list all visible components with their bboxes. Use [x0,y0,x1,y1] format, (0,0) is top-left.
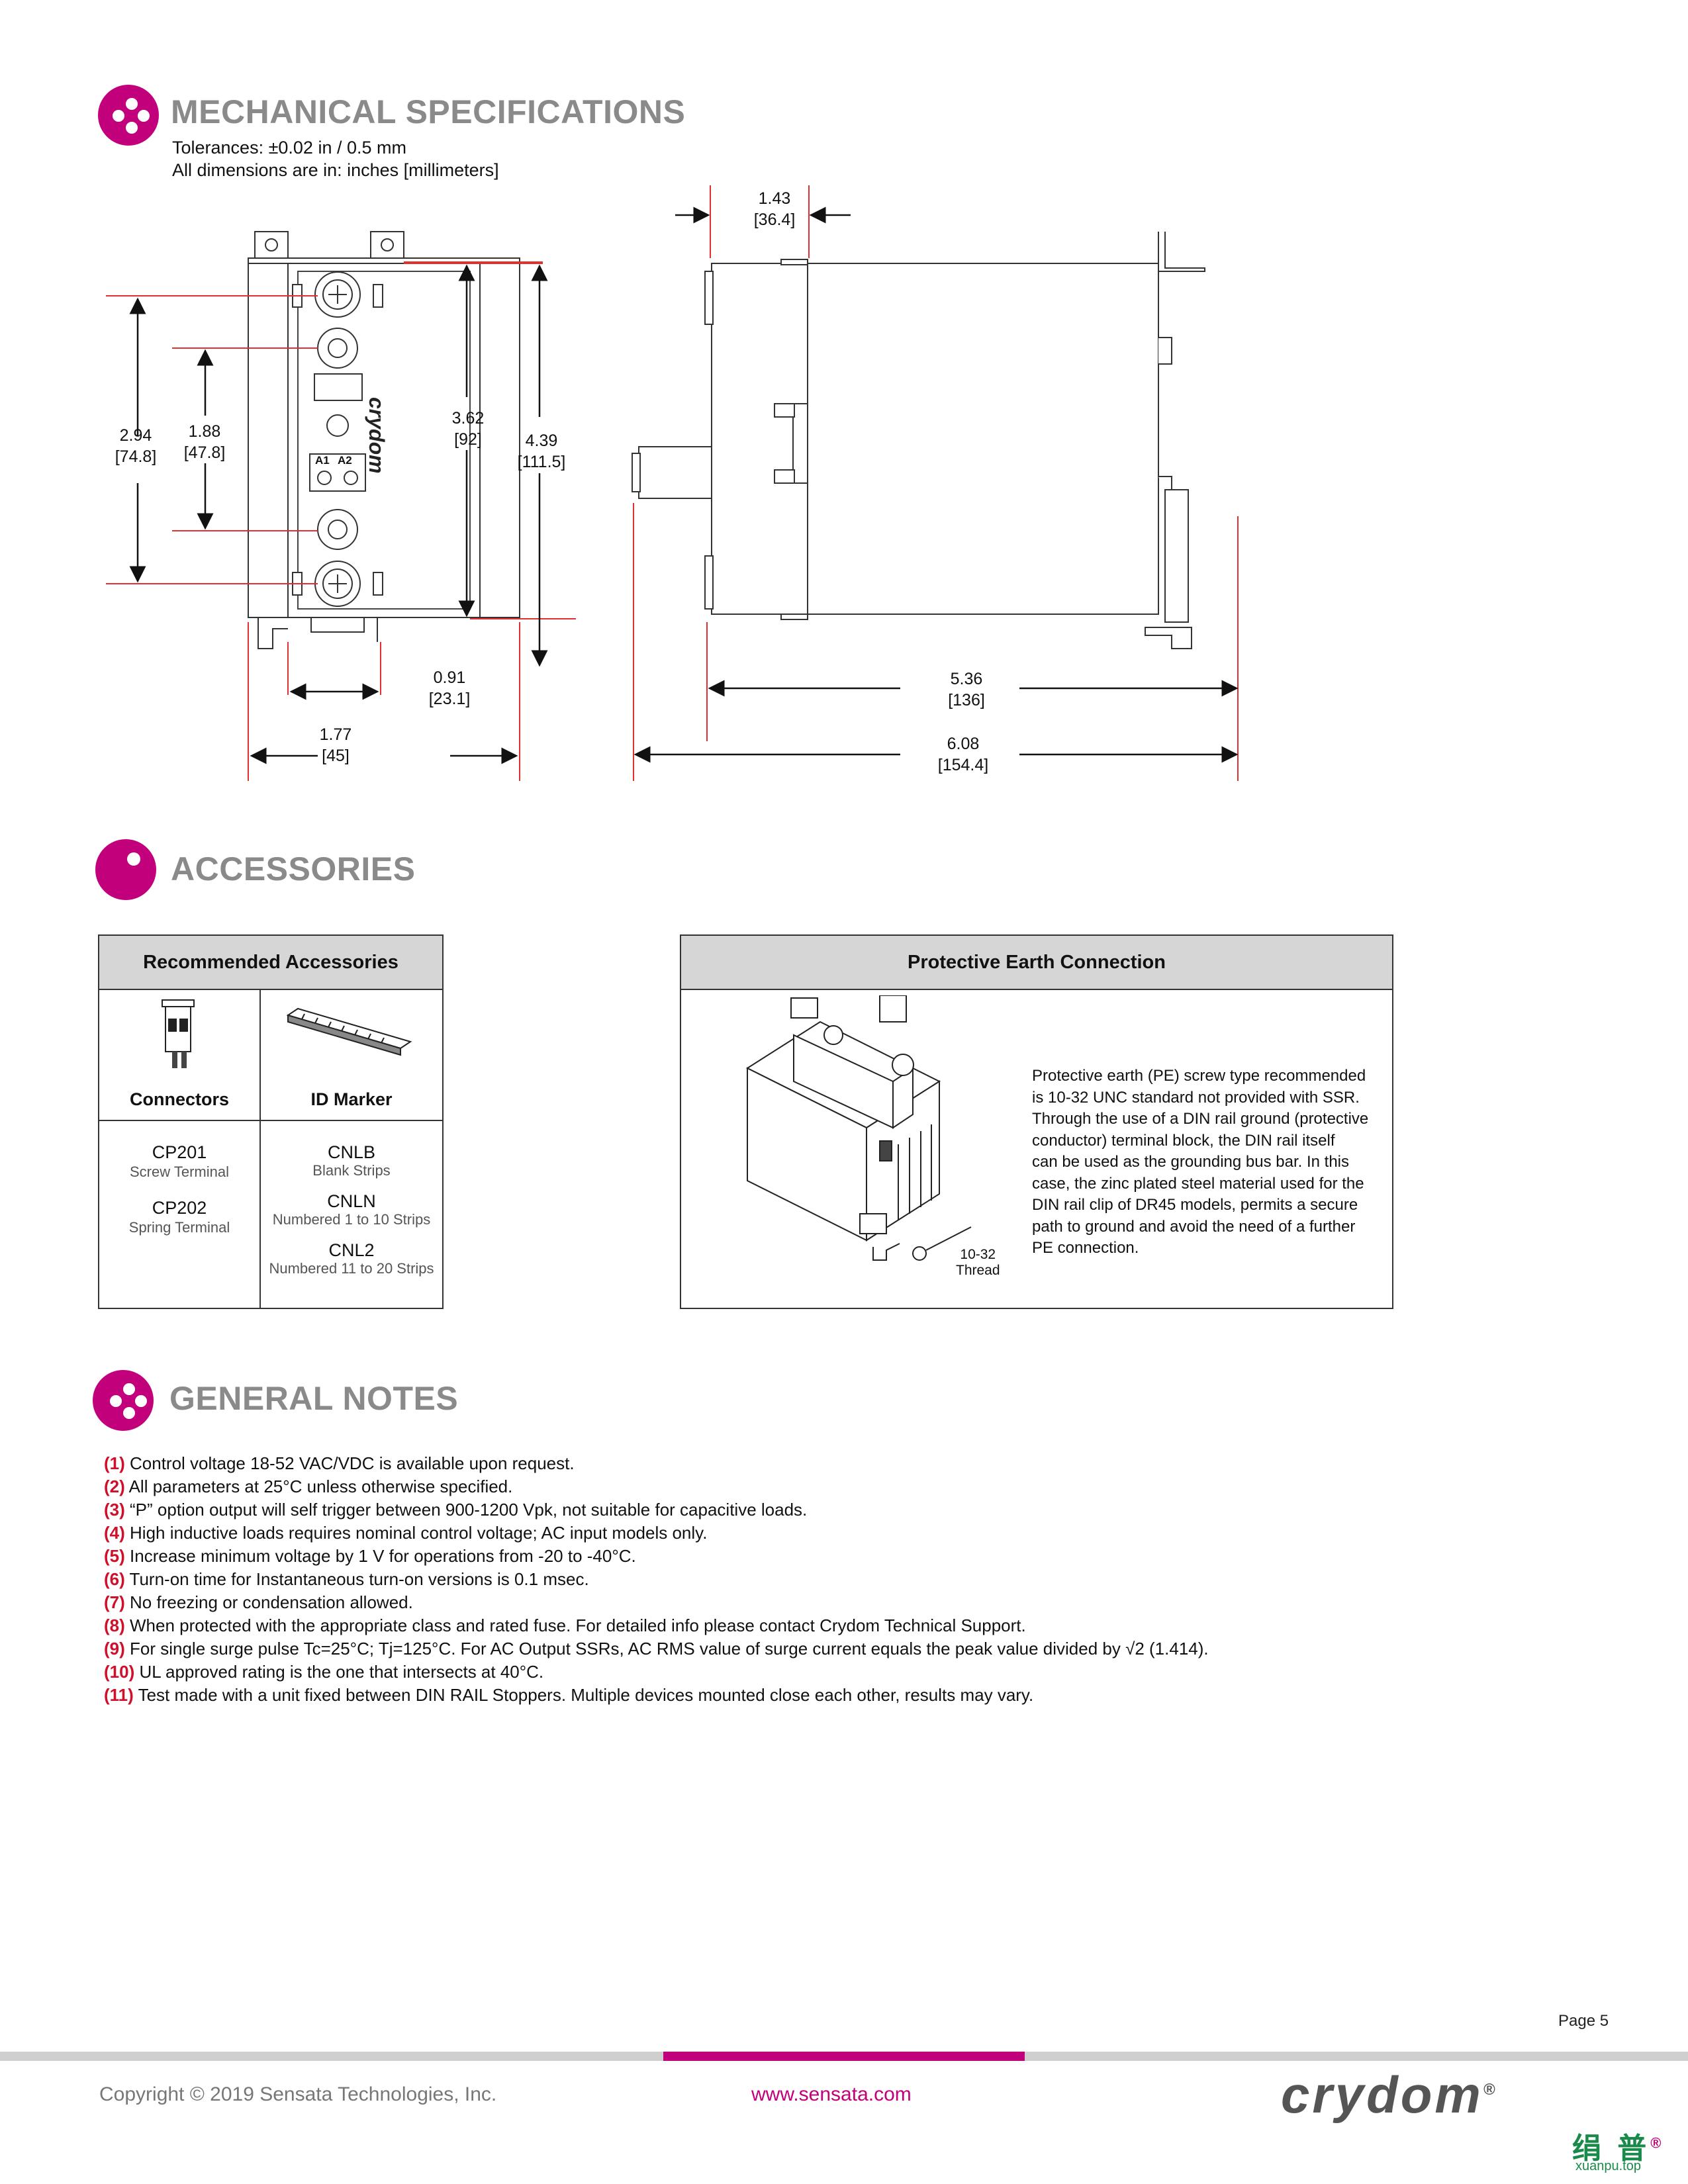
crydom-logo: crydom® [1281,2066,1498,2124]
page-number: Page 5 [1558,2012,1609,2030]
footer-bar-accent [663,2052,1025,2061]
dim-1-43: 1.43[36.4] [753,189,796,229]
column-connectors: Connectors [129,1089,230,1109]
terminal-a2-label: A2 [338,454,352,467]
pe-ssr-illustration [745,995,972,1261]
note-item: (1) Control voltage 18-52 VAC/VDC is ava… [104,1453,575,1473]
note-item: (8) When protected with the appropriate … [104,1615,1026,1635]
website-link[interactable]: www.sensata.com [751,2083,912,2105]
side-view-drawing [632,185,1239,781]
front-brand-text: crydom [365,397,389,474]
note-item: (4) High inductive loads requires nomina… [104,1523,708,1543]
accessories-table-header: Recommended Accessories [99,936,442,990]
dim-6-08: 6.08[154.4] [937,735,989,774]
connector-code: CP202 [152,1198,207,1218]
dim-3-62: 3.62[92] [451,409,485,449]
pe-description: Protective earth (PE) screw type recomme… [1032,1067,1369,1257]
note-item: (5) Increase minimum voltage by 1 V for … [104,1546,636,1566]
footer-bar-right [1025,2052,1688,2061]
marker-code: CNL2 [328,1240,375,1260]
note-item: (7) No freezing or condensation allowed. [104,1592,413,1612]
marker-desc: Numbered 1 to 10 Strips [272,1211,431,1228]
copyright-text: Copyright © 2019 Sensata Technologies, I… [99,2083,497,2105]
dim-4-39: 4.39[111.5] [517,432,566,471]
note-item: (2) All parameters at 25°C unless otherw… [104,1477,513,1496]
units-text: All dimensions are in: inches [millimete… [172,160,499,180]
dim-0-91: 0.91[23.1] [428,668,471,708]
marker-code: CNLB [327,1142,376,1162]
marker-desc: Blank Strips [312,1162,391,1179]
note-item: (9) For single surge pulse Tc=25°C; Tj=1… [104,1639,1209,1659]
column-id-marker: ID Marker [310,1089,393,1109]
section-icon-notes [93,1370,154,1431]
watermark-logo: 绢 普® [1572,2132,1665,2165]
tolerances-text: Tolerances: ±0.02 in / 0.5 mm [172,138,406,158]
section-title-notes: GENERAL NOTES [169,1380,459,1417]
footer-bar-left [0,2052,663,2061]
note-item: (3) “P” option output will self trigger … [104,1500,808,1520]
dim-5-36: 5.36[136] [948,670,985,709]
watermark-url: xuanpu.top [1575,2159,1641,2173]
section-title-accessories: ACCESSORIES [171,850,416,887]
connector-code: CP201 [152,1142,207,1162]
dim-1-77: 1.77[45] [319,725,352,765]
terminal-a1-label: A1 [315,454,330,467]
section-title-mechanical: MECHANICAL SPECIFICATIONS [171,93,686,130]
note-item: (6) Turn-on time for Instantaneous turn-… [104,1569,589,1589]
marker-desc: Numbered 11 to 20 Strips [269,1260,434,1277]
accessories-table: Recommended Accessories Connectors ID Ma… [98,934,444,1309]
connector-desc: Screw Terminal [130,1163,229,1180]
section-icon-accessories [95,839,156,900]
section-icon-mechanical [98,85,159,146]
connector-desc: Spring Terminal [128,1219,230,1236]
dim-1-88: 1.88[47.8] [183,422,226,462]
id-marker-icon [286,1007,412,1056]
dim-2-94: 2.94[74.8] [115,426,157,466]
marker-code: CNLN [327,1191,376,1211]
pe-box-header: Protective Earth Connection [681,936,1392,990]
note-item: (11) Test made with a unit fixed between… [104,1685,1034,1705]
connector-icon [162,999,195,1068]
front-view-drawing: A1 A2 crydom [106,231,576,781]
note-item: (10) UL approved rating is the one that … [104,1662,544,1682]
